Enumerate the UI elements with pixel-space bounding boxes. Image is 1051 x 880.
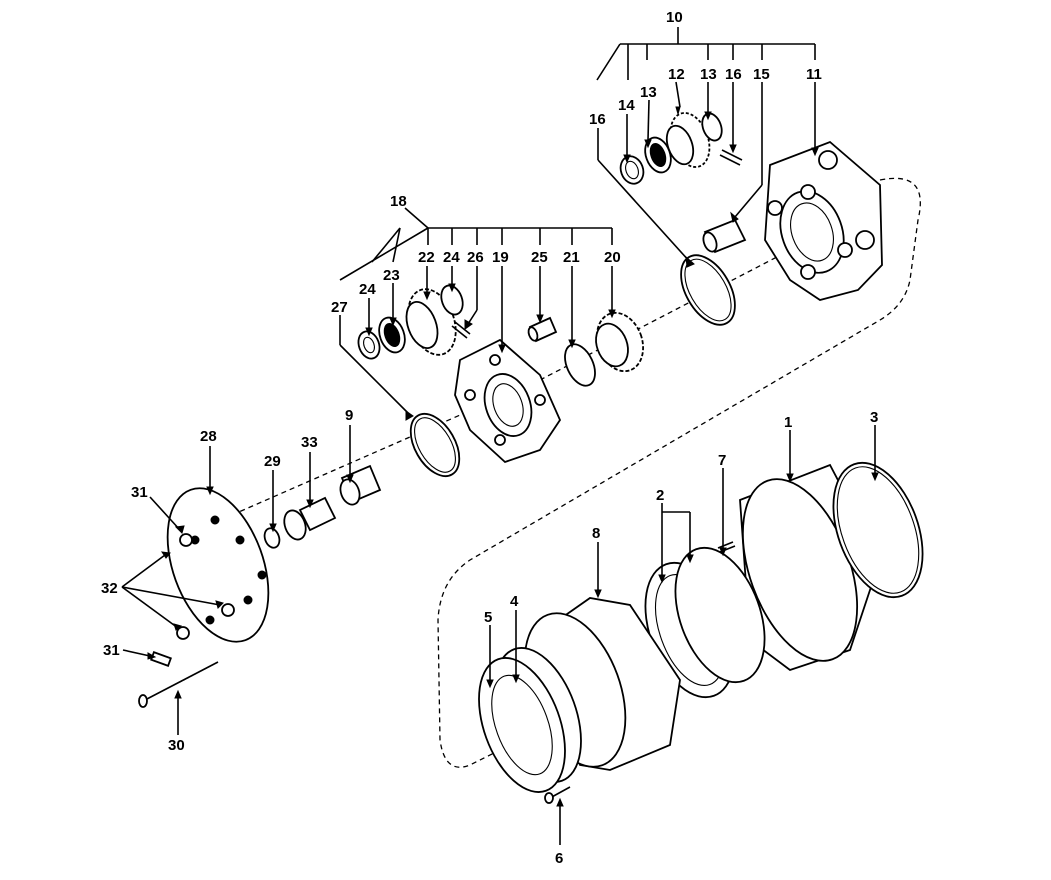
- callout-10: 10: [666, 9, 683, 26]
- callout-29: 29: [264, 453, 281, 470]
- callout-5: 5: [484, 609, 492, 626]
- bearing-13: [644, 136, 672, 174]
- callout-4: 4: [510, 593, 519, 610]
- bearing-23: [378, 316, 406, 354]
- callout-14b: 14: [618, 97, 635, 114]
- callout-7: 7: [718, 452, 726, 469]
- callout-31b: 31: [103, 642, 120, 659]
- snap-ring-17: [680, 254, 736, 326]
- callout-20: 20: [604, 249, 621, 266]
- callout-30: 30: [168, 737, 185, 754]
- plug-31-lower: [150, 651, 172, 667]
- seal-3: [832, 461, 924, 599]
- callout-3: 3: [870, 409, 878, 426]
- washer-29: [263, 527, 281, 549]
- callout-13: 13: [640, 84, 657, 101]
- bolt-32-upper: [179, 533, 193, 547]
- bolt-6: [544, 786, 571, 804]
- washer-24-lower: [357, 330, 381, 360]
- snap-ring-21: [564, 343, 596, 387]
- callout-31a: 31: [131, 484, 148, 501]
- gear-20: [595, 311, 644, 373]
- callout-1: 1: [784, 414, 792, 431]
- snap-ring-27: [409, 413, 461, 477]
- arrow-heads: [147, 106, 879, 807]
- callout-28: 28: [200, 428, 217, 445]
- callout-9: 9: [345, 407, 353, 424]
- callout-24a: 24: [443, 249, 460, 266]
- callout-17: 16: [589, 111, 606, 128]
- carrier-11: [764, 140, 883, 301]
- roll-pin-26: [451, 321, 471, 339]
- callout-25: 25: [531, 249, 548, 266]
- callout-27: 27: [331, 299, 348, 316]
- callout-16: 16: [725, 66, 742, 83]
- callout-18: 18: [390, 193, 407, 210]
- washer-14-lower: [619, 155, 645, 185]
- bolt-30: [138, 661, 219, 708]
- hub-5: [478, 657, 566, 793]
- bearing-9: [339, 464, 382, 506]
- callout-21: 21: [563, 249, 580, 266]
- callout-labels: 10 12 13 16 15 11 13 14 16 18 22 24 26 1…: [101, 9, 878, 867]
- callout-26: 26: [467, 249, 484, 266]
- pin-25: [527, 316, 558, 343]
- carrier-19: [454, 338, 562, 464]
- callout-14a: 13: [700, 66, 717, 83]
- callout-24b: 24: [359, 281, 376, 298]
- callout-11: 11: [806, 66, 822, 83]
- callout-19: 19: [492, 249, 509, 266]
- housing-1: [739, 463, 881, 672]
- pin-15: [702, 218, 747, 254]
- leader-lines: [121, 27, 876, 845]
- bolt-32-lower: [176, 603, 235, 640]
- callout-33: 33: [301, 434, 318, 451]
- washer-24-upper: [440, 284, 464, 316]
- callout-6: 6: [555, 850, 563, 867]
- callout-23: 23: [383, 267, 400, 284]
- callout-22: 22: [418, 249, 435, 266]
- sun-gear-33: [283, 496, 337, 541]
- callout-32: 32: [101, 580, 118, 597]
- callout-15: 15: [753, 66, 770, 83]
- callout-8: 8: [592, 525, 600, 542]
- cover-28: [166, 487, 270, 643]
- gear-12: [665, 112, 711, 168]
- callout-12: 12: [668, 66, 685, 83]
- callout-2: 2: [656, 487, 664, 504]
- roll-pin-16: [719, 149, 743, 166]
